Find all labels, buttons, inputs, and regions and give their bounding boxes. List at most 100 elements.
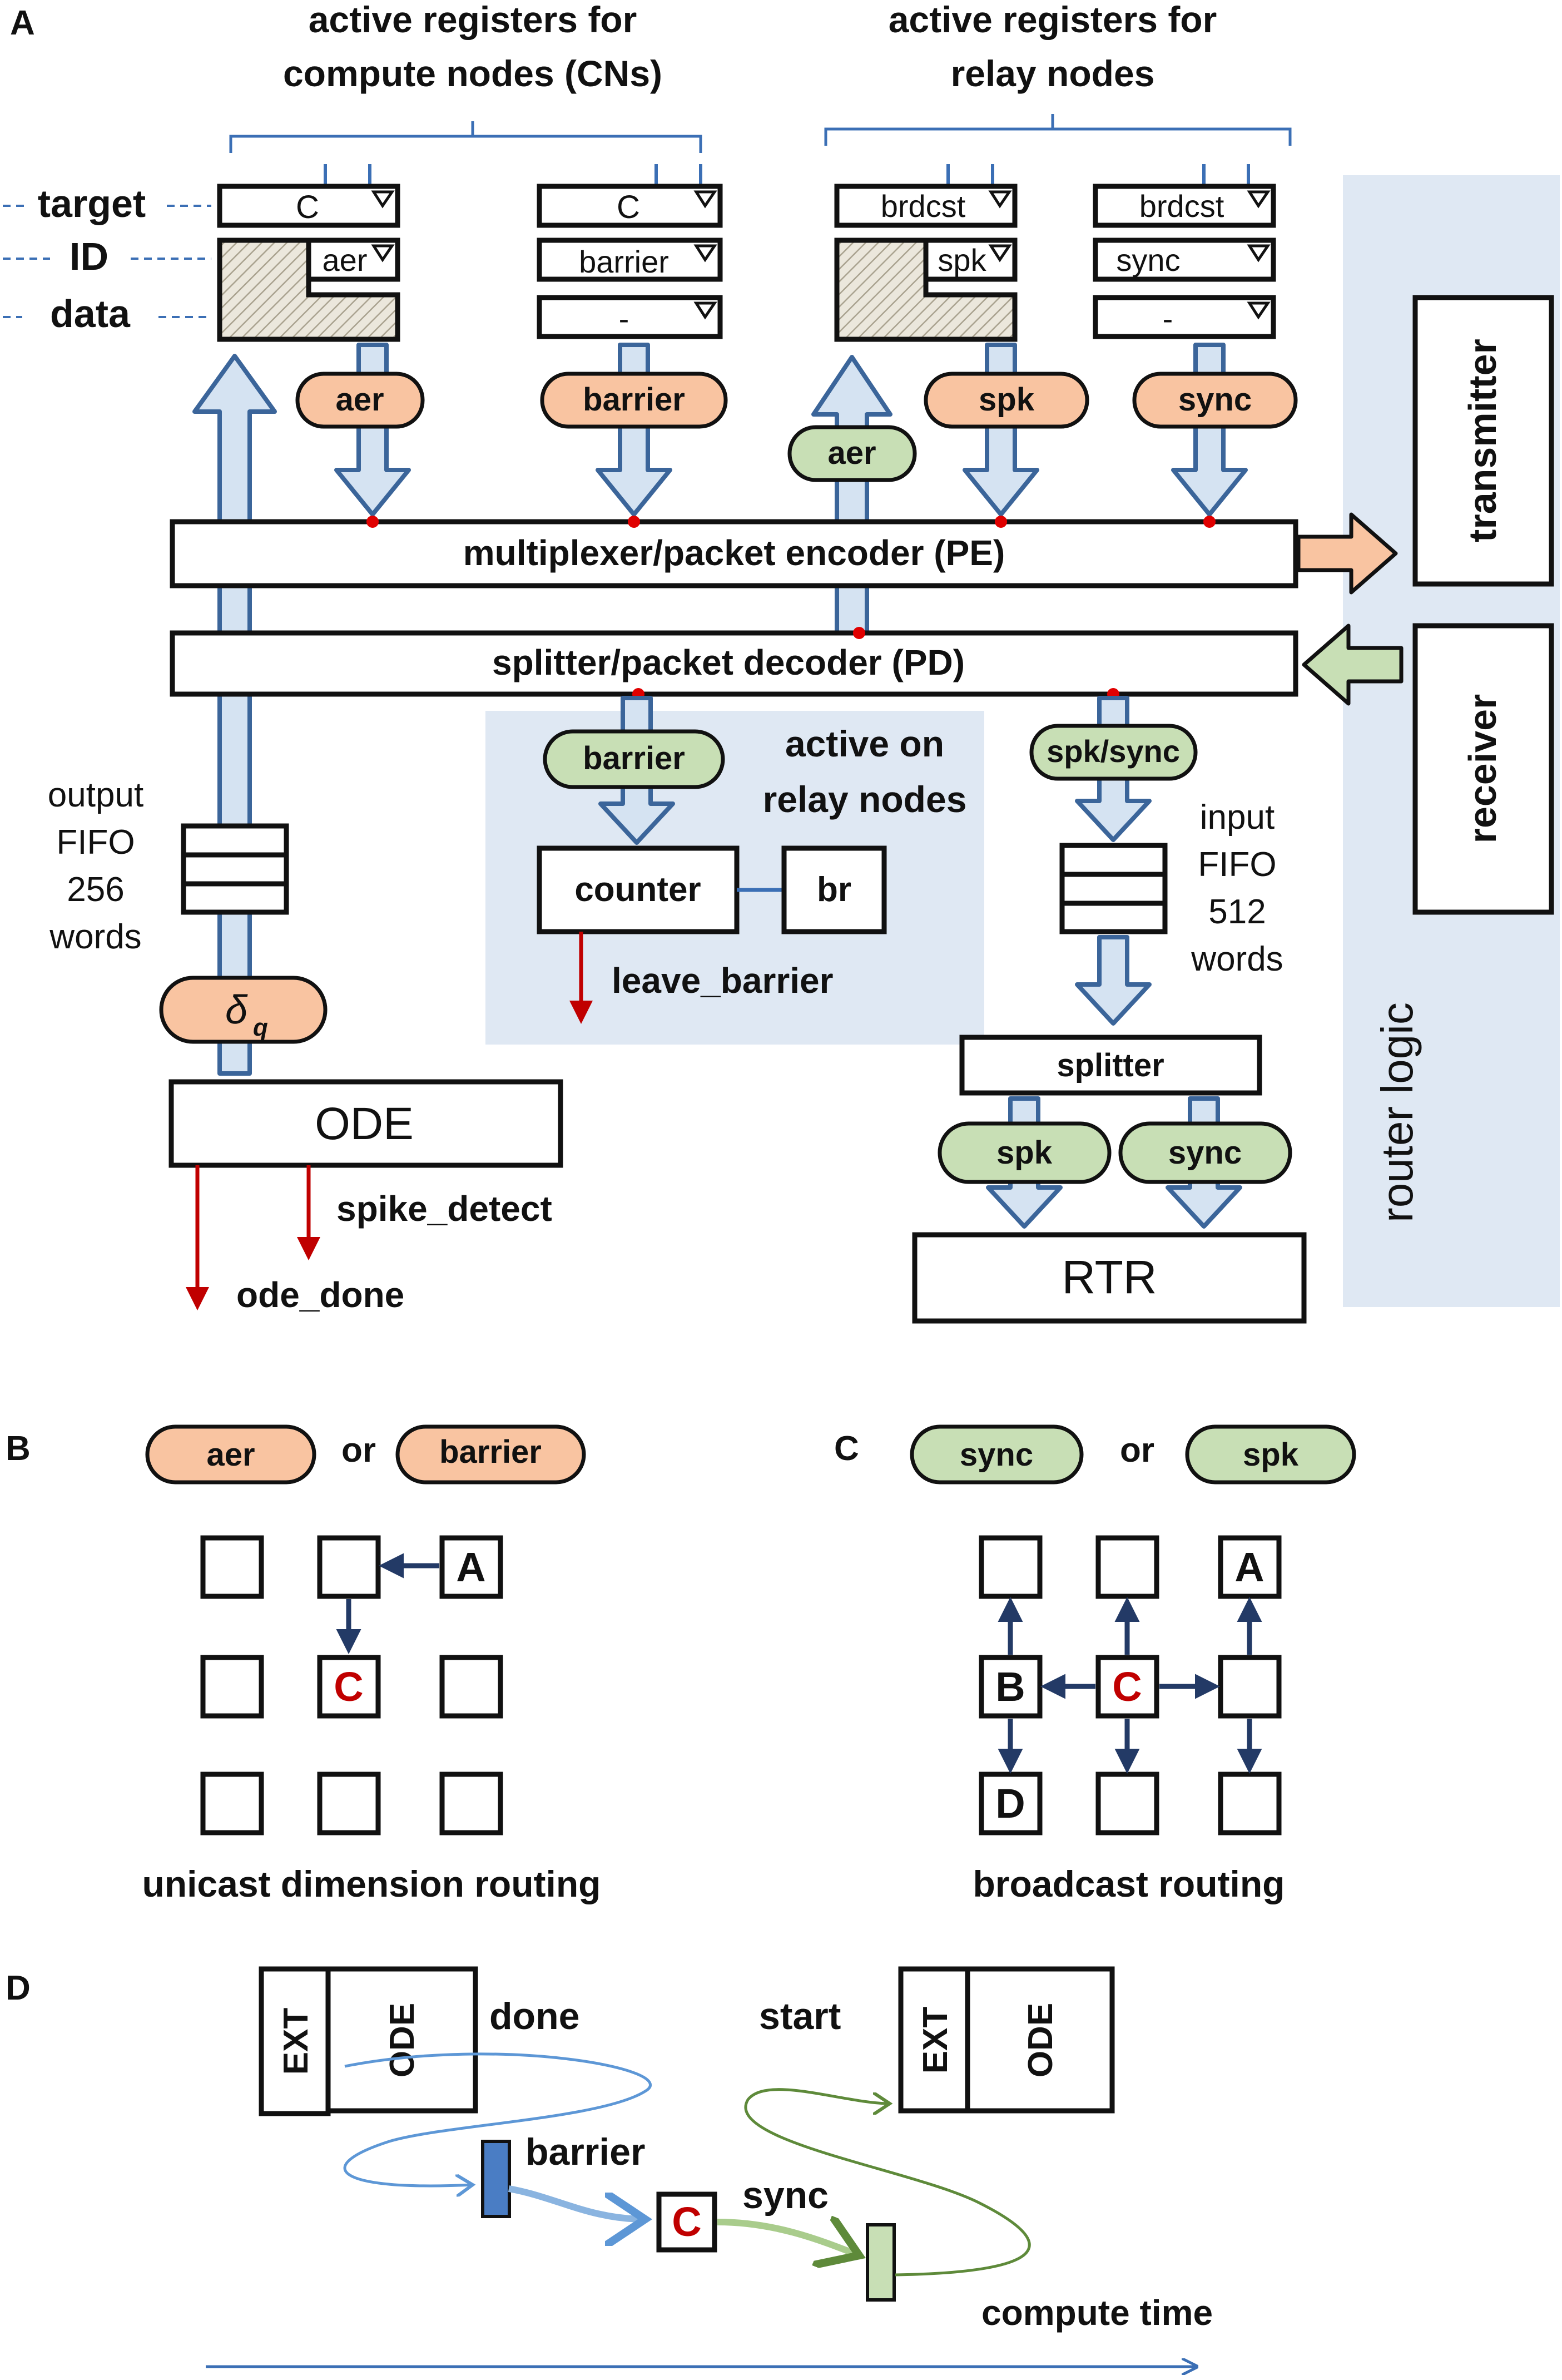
ode-label: ODE	[315, 1099, 414, 1149]
ode-done-label: ode_done	[236, 1275, 404, 1315]
packet-encoder-label: multiplexer/packet encoder (PE)	[463, 533, 1005, 573]
pill-spk-sync-label: spk/sync	[1047, 734, 1180, 769]
d-ode2-label: ODE	[1022, 2003, 1060, 2077]
d-ode2	[965, 1966, 1115, 2114]
panel-label-b: B	[6, 1429, 31, 1468]
reg2-id: barrier	[579, 244, 669, 279]
junction-pd-aer	[853, 627, 865, 639]
panel-label-d: D	[6, 1969, 31, 2007]
c-node-a: A	[1234, 1544, 1264, 1590]
d-compute-time: compute time	[981, 2293, 1213, 2333]
row-label-data: data	[50, 292, 131, 335]
junction-sync	[1203, 516, 1216, 528]
arrow-barrier-to-pe	[596, 343, 672, 517]
junction-aer	[366, 516, 379, 528]
output-fifo	[181, 823, 289, 915]
reg1-target: C	[296, 189, 319, 225]
reg3-target: brdcst	[881, 189, 966, 224]
pill-aer-in	[787, 425, 917, 482]
ode-block	[168, 1079, 563, 1168]
c-pill-spk	[1185, 1424, 1356, 1485]
c-pill-spk-label: spk	[1243, 1437, 1299, 1473]
arrow-spk-to-pe	[963, 343, 1039, 517]
d-barrier-bar	[481, 2140, 511, 2218]
c-pill-sync	[910, 1424, 1084, 1485]
packet-decoder	[170, 630, 1298, 697]
reg1-id: aer	[323, 243, 368, 278]
row-label-id: ID	[70, 235, 108, 278]
arrow-receiver-to-pd	[1302, 624, 1404, 706]
d-barrier-to-c	[508, 2185, 645, 2219]
pill-barrier-in-label: barrier	[583, 740, 685, 776]
row-label-target: target	[38, 182, 146, 225]
reg4-data: -	[1163, 301, 1173, 336]
pill-spk-out-label: spk	[996, 1135, 1053, 1171]
d-c-to-sync	[717, 2222, 859, 2255]
d-sync-curve	[744, 2088, 1031, 2277]
input-fifo-line1: input	[1200, 798, 1275, 837]
c-node-c: C	[1112, 1664, 1142, 1710]
header-cn-line1: active registers for	[309, 0, 637, 40]
b-or: or	[341, 1431, 376, 1469]
d-done-curve	[343, 2052, 652, 2186]
pill-aer-in-label: aer	[827, 435, 876, 471]
packet-decoder-label: splitter/packet decoder (PD)	[492, 642, 965, 682]
d-sync-bar	[866, 2223, 896, 2302]
header-relay-line2: relay nodes	[951, 53, 1155, 94]
d-ext2-label: EXT	[916, 2007, 955, 2074]
receiver-label: receiver	[1461, 694, 1504, 844]
c-node-d: D	[995, 1780, 1025, 1827]
pill-sync-out	[1118, 1121, 1292, 1184]
d-done: done	[489, 1995, 579, 2037]
reg3-id: spk	[938, 243, 986, 278]
rtr-block	[912, 1232, 1307, 1324]
panel-label-a: A	[10, 4, 35, 42]
d-ode1-label: ODE	[383, 2003, 422, 2077]
junction-barrier	[628, 516, 640, 528]
output-fifo-line1: output	[48, 776, 143, 814]
d-node-c	[656, 2191, 717, 2253]
b-node-a: A	[456, 1544, 485, 1590]
d-start: start	[759, 1995, 841, 2037]
output-fifo-line4: words	[49, 918, 141, 956]
arrow-ode-to-register	[192, 354, 277, 1076]
d-barrier-label: barrier	[525, 2131, 645, 2173]
arrow-fifo-to-splitter	[1075, 935, 1152, 1026]
d-ext1-label: EXT	[277, 2008, 315, 2075]
junction-spk	[995, 516, 1007, 528]
transmitter-label: transmitter	[1461, 339, 1504, 542]
c-grid	[979, 1535, 1282, 1835]
brace-relay	[824, 114, 1292, 146]
pill-delta-label: δ	[225, 988, 248, 1032]
pill-aer-label: aer	[335, 382, 384, 418]
b-grid	[200, 1535, 503, 1835]
br-label: br	[817, 870, 851, 909]
pill-spk	[924, 372, 1089, 429]
router-logic-label: router logic	[1372, 1002, 1422, 1223]
b-node-c: C	[334, 1664, 363, 1710]
output-fifo-line3: 256	[67, 870, 124, 909]
b-pill-aer	[145, 1424, 316, 1485]
register-relay-sync: brdcst sync -	[1093, 164, 1276, 339]
input-fifo-line2: FIFO	[1198, 845, 1276, 884]
arrow-pe-to-transmitter	[1296, 512, 1398, 595]
d-sync-label: sync	[742, 2174, 829, 2216]
register-relay-spk: brdcst spk	[834, 164, 1018, 342]
d-node-c-label: C	[672, 2199, 701, 2245]
br-block	[781, 845, 887, 934]
input-fifo-line4: words	[1191, 940, 1283, 978]
panel-label-c: C	[834, 1429, 859, 1468]
active-relay-line1: active on	[785, 723, 944, 764]
pill-spk-out	[938, 1121, 1112, 1184]
spike-detect-label: spike_detect	[336, 1189, 552, 1229]
pill-sync-out-label: sync	[1168, 1135, 1242, 1171]
pill-aer	[295, 372, 425, 429]
c-node-b: B	[995, 1664, 1025, 1710]
b-pill-barrier	[395, 1424, 586, 1485]
counter-block	[537, 845, 740, 934]
output-fifo-line2: FIFO	[56, 823, 135, 862]
splitter-label: splitter	[1057, 1047, 1164, 1083]
d-ext1	[259, 1966, 331, 2116]
register-cn-aer: C aer	[217, 164, 400, 342]
c-caption: broadcast routing	[973, 1863, 1285, 1904]
